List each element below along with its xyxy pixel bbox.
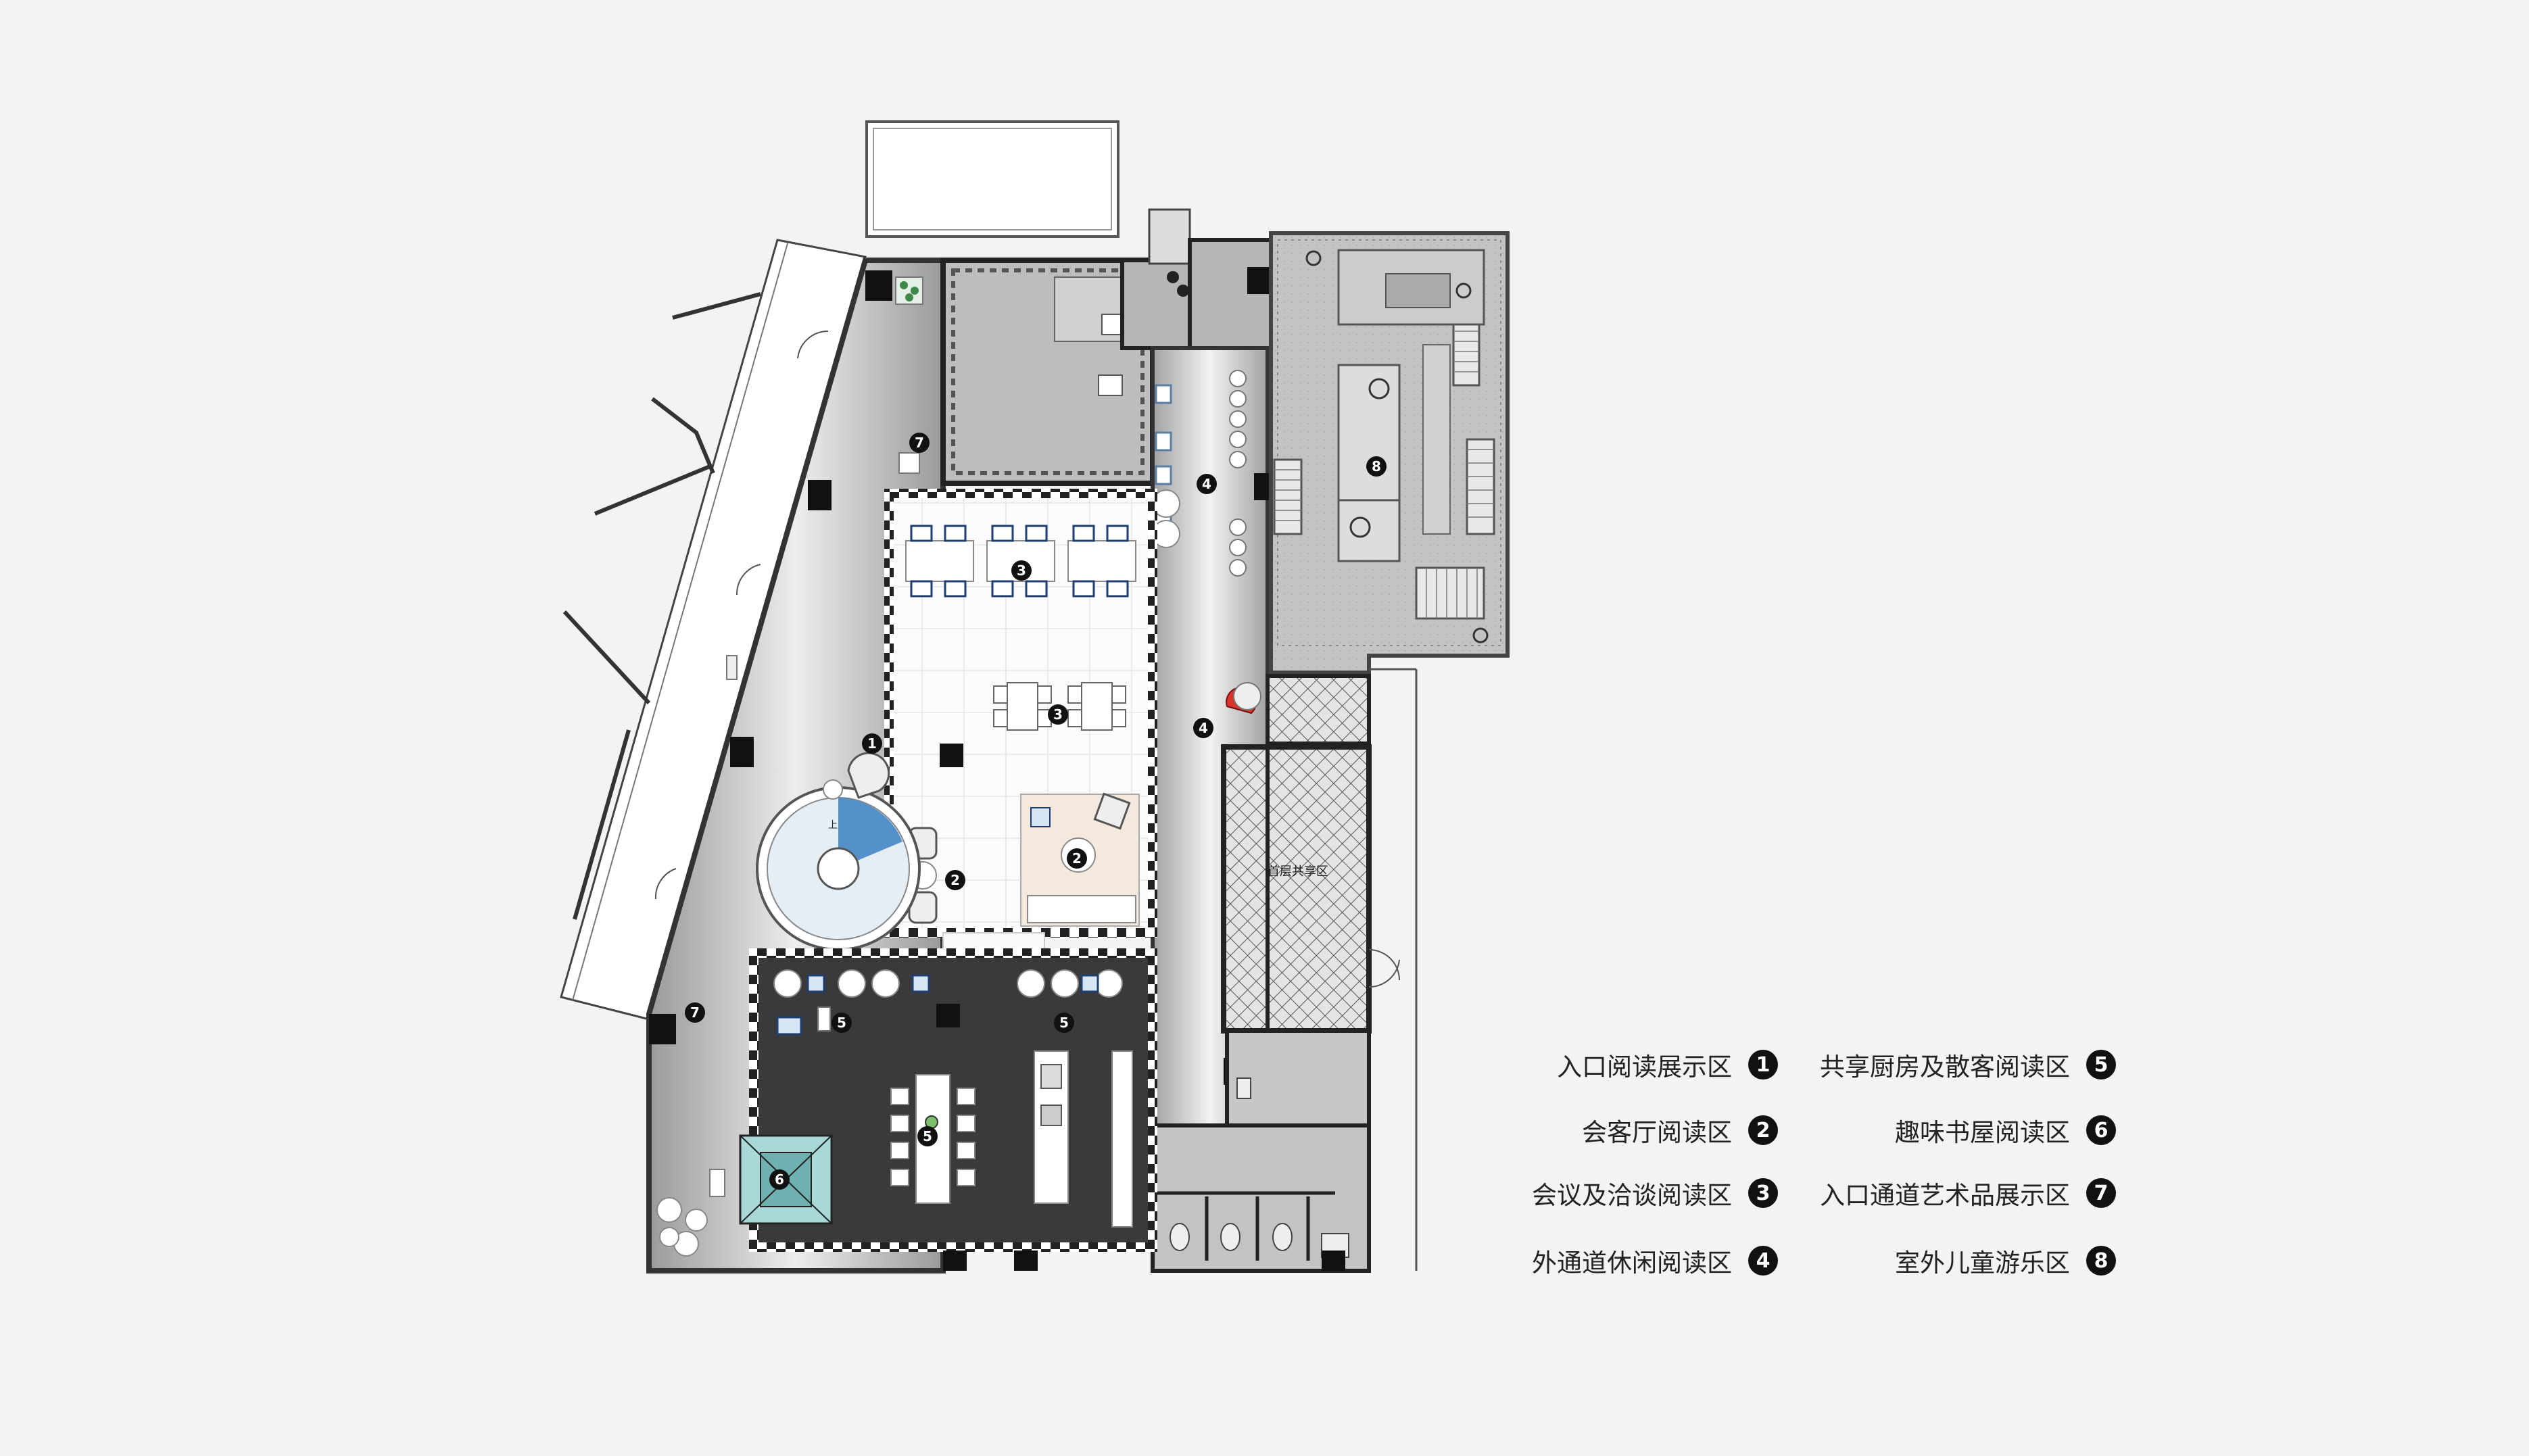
legend-item-5: 共享厨房及散客阅读区 5 (1820, 1044, 2116, 1085)
legend-item-6: 趣味书屋阅读区 6 (1895, 1110, 2116, 1150)
zone-marker-label: 1 (867, 735, 877, 752)
zone-marker-label: 3 (1053, 706, 1063, 723)
legend-item-3: 会议及洽谈阅读区 3 (1532, 1173, 1778, 1213)
outdoor-play-area (1269, 231, 1510, 675)
structural-columns (649, 270, 1345, 1271)
zone-marker (685, 1002, 705, 1023)
stair-up-label: 上 (828, 820, 838, 831)
legend-label: 入口阅读展示区 (1557, 1052, 1732, 1082)
zone-marker (909, 433, 930, 453)
zone-marker-label: 2 (950, 872, 960, 888)
legend-item-4: 外通道休闲阅读区 4 (1532, 1240, 1778, 1281)
legend-marker: 2 (1748, 1115, 1778, 1145)
zone-marker (1067, 848, 1087, 869)
meeting-room (884, 489, 1157, 971)
void-label: 首层共享区 (1268, 865, 1328, 879)
legend-item-1: 入口阅读展示区 1 (1557, 1044, 1778, 1085)
art-objects (726, 276, 923, 1032)
glass-facade (560, 239, 867, 1022)
legend: 入口阅读展示区 1 会客厅阅读区 2 会议及洽谈阅读区 3 外通道休闲阅读区 4… (1487, 1044, 2163, 1315)
zone-marker-label: 2 (1072, 850, 1082, 867)
zone-marker (1048, 704, 1068, 725)
legend-label: 室外儿童游乐区 (1895, 1248, 2070, 1278)
zone-marker-label: 7 (915, 435, 924, 451)
entrance-canopy (865, 120, 1119, 238)
zone-marker (1193, 718, 1213, 738)
legend-marker: 8 (2086, 1246, 2116, 1276)
legend-label: 趣味书屋阅读区 (1895, 1118, 2070, 1147)
legend-item-8: 室外儿童游乐区 8 (1895, 1240, 2116, 1281)
legend-marker: 7 (2086, 1178, 2116, 1208)
zone-marker (1197, 474, 1217, 494)
zone-marker-label: 5 (923, 1128, 932, 1144)
legend-marker: 4 (1748, 1246, 1778, 1276)
legend-marker: 1 (1748, 1050, 1778, 1079)
zone-marker (945, 870, 965, 890)
legend-marker: 5 (2086, 1050, 2116, 1079)
zone-marker-label: 4 (1199, 720, 1208, 736)
zone-markers: 1 2 2 3 3 4 4 5 5 5 6 7 7 8 (685, 433, 1387, 1190)
zone-marker-label: 6 (775, 1171, 784, 1188)
zone-marker (1011, 560, 1032, 581)
legend-label: 共享厨房及散客阅读区 (1820, 1052, 2070, 1082)
zone-marker-label: 5 (837, 1015, 846, 1031)
zone-marker-label: 4 (1202, 476, 1211, 492)
legend-item-2: 会客厅阅读区 2 (1582, 1110, 1778, 1150)
zone-marker-label: 7 (690, 1004, 700, 1021)
zone-marker-label: 5 (1059, 1015, 1069, 1031)
legend-label: 会议及洽谈阅读区 (1532, 1181, 1732, 1210)
legend-label: 会客厅阅读区 (1582, 1118, 1732, 1147)
legend-item-7: 入口通道艺术品展示区 7 (1820, 1173, 2116, 1213)
entrance-display (823, 752, 890, 800)
zone-marker (1054, 1013, 1074, 1033)
zone-marker (769, 1169, 790, 1190)
legend-marker: 3 (1748, 1178, 1778, 1208)
legend-marker: 6 (2086, 1115, 2116, 1145)
zone-marker-label: 8 (1372, 458, 1381, 475)
legend-label: 外通道休闲阅读区 (1532, 1248, 1732, 1278)
zone-marker (862, 733, 882, 754)
legend-label: 入口通道艺术品展示区 (1820, 1181, 2070, 1210)
service-rooms-north (940, 208, 1299, 486)
spiral-staircase: 上 (756, 786, 921, 951)
zone-marker (917, 1126, 938, 1146)
zone-marker (832, 1013, 852, 1033)
east-void: 首层共享区 (1221, 668, 1418, 1271)
zone-marker-label: 3 (1017, 562, 1026, 579)
zone-marker (1366, 456, 1387, 477)
